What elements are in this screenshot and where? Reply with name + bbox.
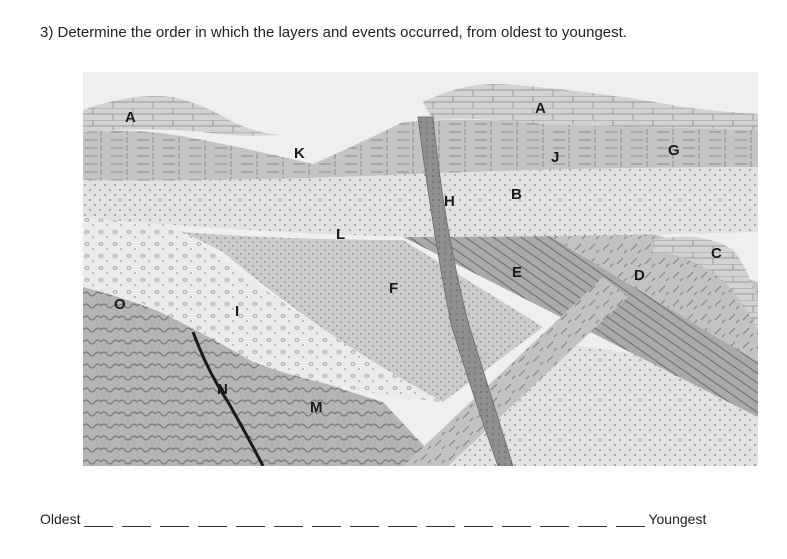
- layer-b: [83, 167, 758, 237]
- label-j: J: [551, 149, 559, 166]
- layer-c: [653, 236, 758, 332]
- oldest-label: Oldest: [40, 511, 81, 527]
- answer-blank[interactable]: [616, 512, 646, 527]
- answer-blank[interactable]: [236, 512, 266, 527]
- dike-h: [417, 116, 514, 466]
- answer-blanks: [84, 512, 648, 527]
- question-text: 3) Determine the order in which the laye…: [40, 24, 627, 41]
- label-k: K: [294, 145, 305, 162]
- label-f: F: [389, 280, 398, 297]
- label-i: I: [235, 303, 239, 320]
- label-c: C: [711, 245, 722, 262]
- label-h: H: [444, 193, 455, 210]
- layer-tilted-band: [403, 277, 628, 466]
- label-a-left: A: [125, 109, 136, 126]
- answer-blank[interactable]: [502, 512, 532, 527]
- layer-m: [83, 287, 443, 466]
- answer-blank[interactable]: [464, 512, 494, 527]
- label-a-right: A: [535, 100, 546, 117]
- cross-section-diagram: A A K J G H B L E D C O I F N M: [83, 72, 758, 466]
- layer-g-j: [83, 119, 758, 181]
- answer-blank[interactable]: [160, 512, 190, 527]
- geologic-cross-section: A A K J G H B L E D C O I F N M: [83, 72, 758, 466]
- youngest-label: Youngest: [648, 511, 707, 527]
- answer-blank[interactable]: [426, 512, 456, 527]
- label-n: N: [217, 381, 228, 398]
- answer-blank[interactable]: [388, 512, 418, 527]
- label-m: M: [310, 399, 323, 416]
- layer-a-right: [423, 83, 758, 130]
- fault-n: [191, 331, 265, 466]
- layer-i: [83, 214, 443, 402]
- label-d: D: [634, 267, 645, 284]
- answer-blank[interactable]: [540, 512, 570, 527]
- label-g: G: [668, 142, 680, 159]
- label-l: L: [336, 226, 345, 243]
- answer-blank[interactable]: [84, 512, 114, 527]
- label-e: E: [512, 264, 522, 281]
- answer-blank[interactable]: [312, 512, 342, 527]
- answer-blank[interactable]: [578, 512, 608, 527]
- answer-blank[interactable]: [122, 512, 152, 527]
- answer-blank[interactable]: [274, 512, 304, 527]
- label-o: O: [114, 296, 126, 313]
- layer-a-left: [83, 95, 283, 136]
- label-b: B: [511, 186, 522, 203]
- answer-blank[interactable]: [350, 512, 380, 527]
- answer-blank[interactable]: [198, 512, 228, 527]
- answer-row: Oldest Youngest: [40, 511, 706, 527]
